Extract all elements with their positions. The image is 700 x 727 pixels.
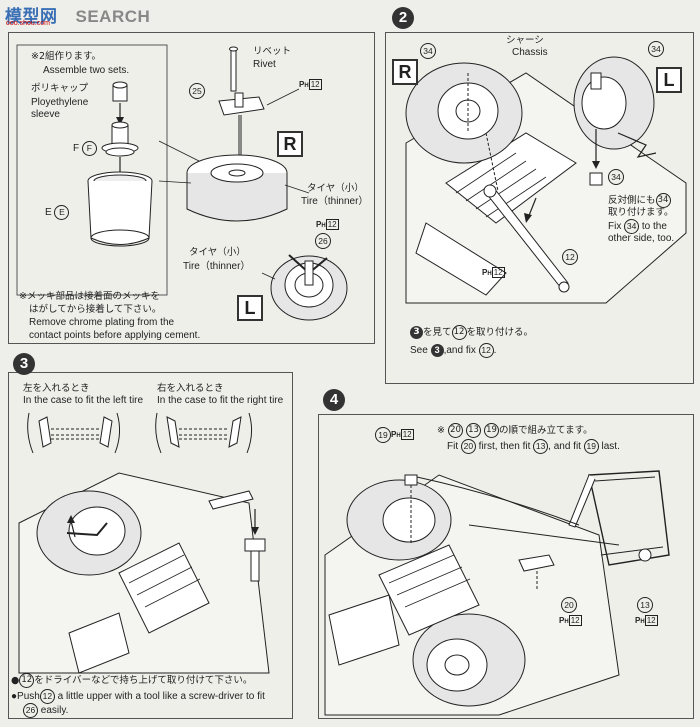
part-25-marker: 25 (189, 83, 205, 99)
side-l-marker: L (237, 295, 263, 321)
chrome-note-en2: contact points before applying cement. (29, 330, 201, 341)
chrome-note-en1: Remove chrome plating from the (29, 317, 175, 328)
left-case-en: In the case to fit the left tire (23, 395, 144, 406)
poly-cap-label-jp: ポリキャップ (31, 83, 89, 94)
right-case-jp: 右を入れるとき (157, 383, 224, 394)
assembly-order-en: Fit 20 first, then fit 13, and fit 19 la… (447, 439, 620, 454)
see-step3-en: See 3,and fix 12. (410, 343, 497, 358)
right-case-en: In the case to fit the right tire (157, 395, 284, 406)
part-f-label: F F (73, 141, 97, 156)
chassis-label-jp: シャーシ (506, 35, 544, 46)
part-34-marker-lower: 34 (608, 169, 624, 185)
step-number-2: 2 (392, 7, 414, 29)
step2-illustration (405, 56, 687, 304)
push-note-en-end: 26 easily. (23, 703, 68, 718)
part-34-marker-right: 34 (648, 41, 664, 57)
poly-cap-label-en2: sleeve (31, 109, 60, 120)
side-r-marker-2: R (392, 59, 418, 85)
part-e-label: E E (45, 205, 70, 220)
watermark-text: SEARCH (75, 7, 151, 26)
poly-cap-label-en1: Ployethylene (31, 97, 89, 108)
step-number-3: 3 (13, 353, 35, 375)
part-19-marker: 19 (375, 427, 391, 443)
tire-r-label-jp: タイヤ（小） (307, 183, 364, 194)
step4-illustration (324, 470, 670, 716)
part-20-marker: 20 (561, 597, 577, 613)
part-12-marker: 12 (562, 249, 578, 265)
rivet-label-en: Rivet (253, 59, 276, 70)
side-r-marker: R (277, 131, 303, 157)
chrome-note-jp1: ※メッキ部品は接着面のメッキを (19, 291, 160, 302)
part-34-marker-left: 34 (420, 43, 436, 59)
tire-l-label-jp: タイヤ（小） (189, 247, 246, 258)
assemble-two-note-jp: ※2組作ります。 (31, 51, 102, 62)
side-l-marker-2: L (656, 67, 682, 93)
watermark-logo: 模型网 SEARCH (5, 2, 150, 27)
watermark-brand: 模型网 (5, 7, 58, 26)
other-side-jp2: 取り付けます。 (608, 207, 674, 218)
other-side-en1: Fix 34 to the (608, 219, 667, 234)
assemble-two-note-en: Assemble two sets. (43, 65, 130, 76)
tire-l-label-en: Tire（thinner） (183, 261, 251, 272)
watermark-url: ooo.shou.com (6, 20, 50, 27)
panel-step-3: 3 左を入れるとき In the case to fit the left ti… (8, 353, 293, 719)
chassis-label-en: Chassis (512, 47, 548, 58)
chrome-note-jp2: はがしてから接着して下さい。 (29, 304, 162, 315)
tire-r-label-en: Tire（thinner） (301, 196, 369, 207)
step-number-4: 4 (323, 389, 345, 411)
step1-illustration (16, 44, 348, 321)
rivet-label-jp: リベット (253, 46, 292, 57)
left-case-jp: 左を入れるとき (23, 383, 90, 394)
other-side-en3: other side, too. (608, 233, 675, 244)
part-26-marker: 26 (315, 233, 331, 249)
part-13-marker: 13 (637, 597, 653, 613)
panel-step-1: ※2組作ります。 Assemble two sets. ポリキャップ Ploye… (8, 32, 375, 344)
step3-illustration (18, 412, 270, 674)
